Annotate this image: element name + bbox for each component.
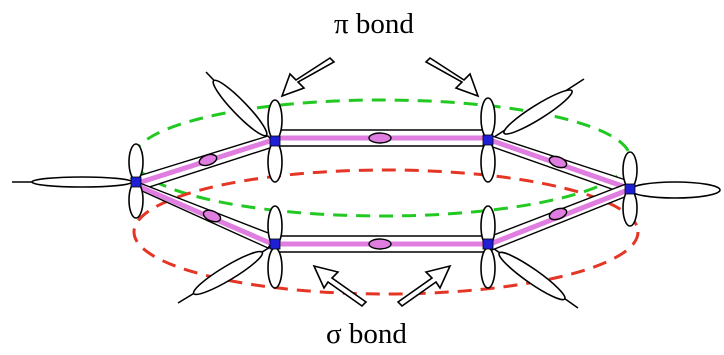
bond-overlap-lobes [198,132,568,250]
carbon-atoms [130,134,636,250]
arrow-icon [312,264,368,308]
sigma-bond-arrows [312,264,452,308]
pi-bond-label: π bond [334,8,414,40]
pi-bond-arrows [280,56,480,98]
external-bonds [12,71,721,309]
pi-electron-ring-bottom [132,168,640,296]
arrow-icon [280,56,336,98]
sigma-bond-label: σ bond [326,318,407,350]
p-orbital-lobes [128,97,638,289]
arrow-icon [396,264,452,308]
sigma-bonds [129,129,634,253]
arrow-icon [424,56,480,98]
